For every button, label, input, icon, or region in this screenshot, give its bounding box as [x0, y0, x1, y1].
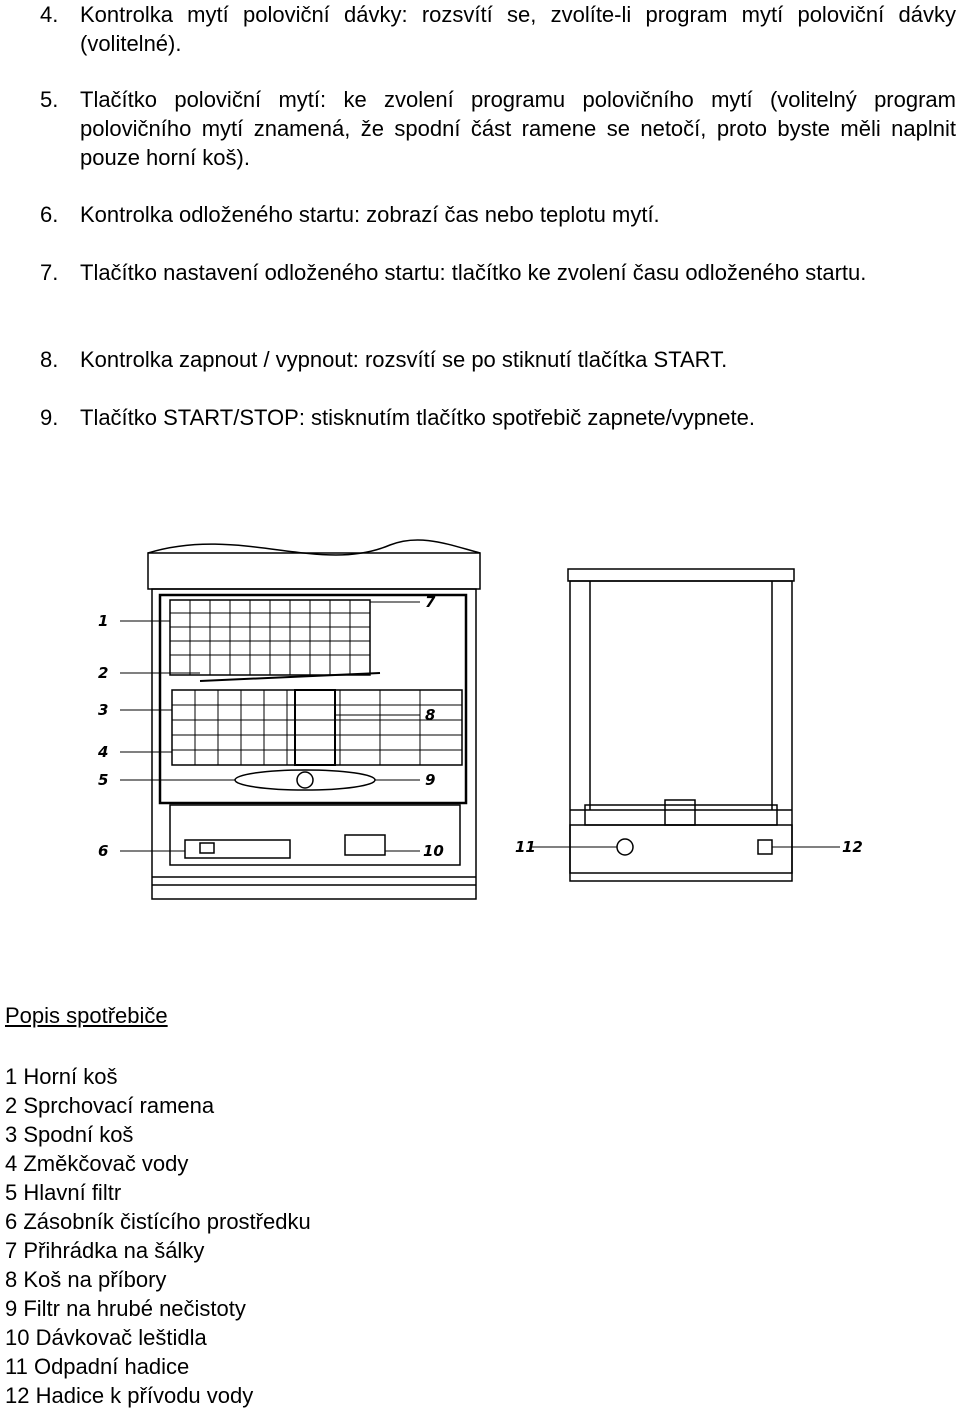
legend-entry: 12 Hadice k přívodu vody — [5, 1383, 254, 1408]
dishwasher-front-view — [120, 539, 481, 900]
item-number: 4. — [40, 2, 59, 27]
item-number: 6. — [40, 202, 59, 227]
item-number: 8. — [40, 347, 59, 372]
item-text: Kontrolka mytí poloviční dávky: rozsvítí… — [80, 2, 956, 56]
item-text: Tlačítko poloviční mytí: ke zvolení prog… — [80, 87, 956, 170]
legend-title: Popis spotřebiče — [5, 1003, 168, 1028]
figure-label-8: 8 — [425, 706, 435, 724]
legend-entry: 2 Sprchovací ramena — [5, 1093, 215, 1118]
item-number: 7. — [40, 260, 59, 285]
item-5: 5. Tlačítko poloviční mytí: ke zvolení p… — [40, 85, 956, 172]
figure-label-12: 12 — [842, 838, 863, 856]
item-number: 9. — [40, 405, 59, 430]
item-6: 6. Kontrolka odloženého startu: zobrazí … — [40, 200, 956, 229]
dishwasher-back-view — [532, 568, 840, 882]
item-text: Kontrolka odloženého startu: zobrazí čas… — [80, 202, 660, 227]
item-8: 8. Kontrolka zapnout / vypnout: rozsvítí… — [40, 345, 956, 374]
figure-label-3: 3 — [98, 701, 108, 719]
legend-entry: 10 Dávkovač leštidla — [5, 1325, 207, 1350]
figure-label-2: 2 — [98, 664, 108, 682]
legend-entry: 7 Přihrádka na šálky — [5, 1238, 205, 1263]
figure-label-11: 11 — [515, 838, 536, 856]
figure-label-4: 4 — [97, 743, 108, 761]
figure-label-1: 1 — [98, 612, 108, 630]
item-text: Tlačítko START/STOP: stisknutím tlačítko… — [80, 405, 755, 430]
item-number: 5. — [40, 87, 59, 112]
figure-label-10: 10 — [423, 842, 444, 860]
legend-entry: 5 Hlavní filtr — [5, 1180, 122, 1205]
legend-entry: 11 Odpadní hadice — [5, 1354, 190, 1379]
item-text: Kontrolka zapnout / vypnout: rozsvítí se… — [80, 347, 728, 372]
item-4: 4. Kontrolka mytí poloviční dávky: rozsv… — [40, 0, 956, 58]
item-text: Tlačítko nastavení odloženého startu: tl… — [80, 260, 867, 285]
figure-label-7: 7 — [425, 593, 436, 611]
legend-entry: 4 Změkčovač vody — [5, 1151, 189, 1176]
legend-entry: 3 Spodní koš — [5, 1122, 134, 1147]
figure-label-5: 5 — [98, 771, 108, 789]
legend-entry: 8 Koš na příbory — [5, 1267, 167, 1292]
legend-list: 1 Horní koš 2 Sprchovací ramena 3 Spodní… — [5, 1062, 311, 1410]
figure-label-6: 6 — [98, 842, 108, 860]
item-9: 9. Tlačítko START/STOP: stisknutím tlačí… — [40, 403, 956, 432]
legend-entry: 6 Zásobník čistícího prostředku — [5, 1209, 311, 1234]
legend-entry: 9 Filtr na hrubé nečistoty — [5, 1296, 246, 1321]
dishwasher-figure: 1 2 3 4 5 6 7 8 9 10 11 12 — [97, 539, 863, 900]
figure-label-9: 9 — [425, 771, 435, 789]
legend-entry: 1 Horní koš — [5, 1064, 118, 1089]
item-7: 7. Tlačítko nastavení odloženého startu:… — [40, 258, 956, 287]
